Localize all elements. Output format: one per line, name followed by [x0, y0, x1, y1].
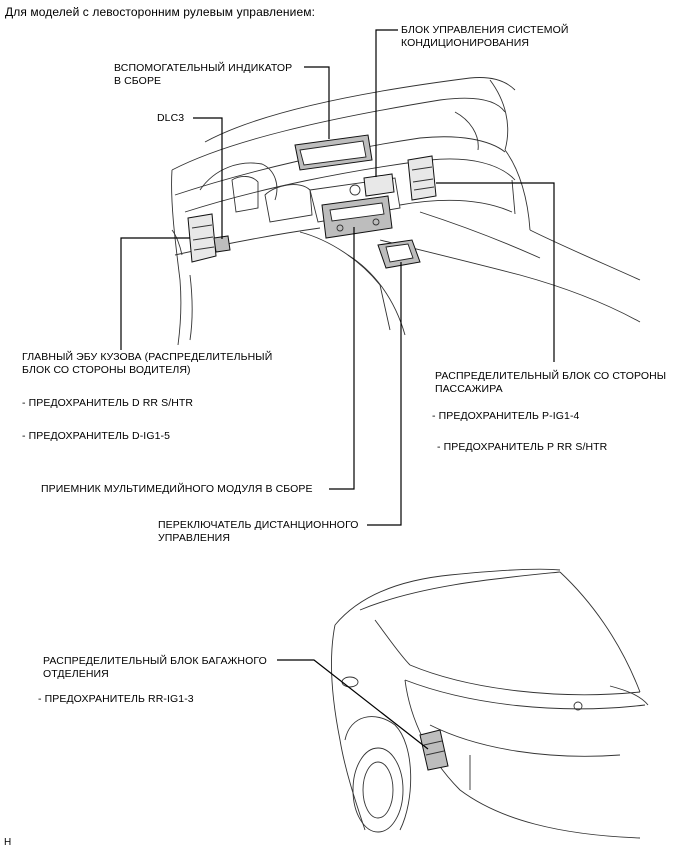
luggage-jb-label-line2: ОТДЕЛЕНИЯ [43, 668, 109, 680]
figure-code: H [4, 837, 12, 848]
passenger-jb-label: РАСПРЕДЕЛИТЕЛЬНЫЙ БЛОК СО СТОРОНЫ ПАССАЖ… [435, 370, 666, 396]
luggage-jb-label-line1: РАСПРЕДЕЛИТЕЛЬНЫЙ БЛОК БАГАЖНОГО [43, 655, 267, 667]
leader-lines [120, 29, 555, 750]
page-header: Для моделей с левосторонним рулевым упра… [5, 5, 316, 19]
remote-switch-label: ПЕРЕКЛЮЧАТЕЛЬ ДИСТАНЦИОННОГО УПРАВЛЕНИЯ [158, 519, 359, 545]
main-body-ecu-fuse-2: - ПРЕДОХРАНИТЕЛЬ D-IG1-5 [22, 430, 171, 442]
aux-indicator-label-line1: ВСПОМОГАТЕЛЬНЫЙ ИНДИКАТОР [114, 62, 293, 74]
ac-control-label: БЛОК УПРАВЛЕНИЯ СИСТЕМОЙ КОНДИЦИОНИРОВАН… [401, 24, 569, 50]
luggage-fuse: - ПРЕДОХРАНИТЕЛЬ RR-IG1-3 [38, 693, 194, 705]
multimedia-receiver-label: ПРИЕМНИК МУЛЬТИМЕДИЙНОГО МОДУЛЯ В СБОРЕ [41, 483, 313, 495]
main-body-ecu-label: ГЛАВНЫЙ ЭБУ КУЗОВА (РАСПРЕДЕЛИТЕЛЬНЫЙ БЛ… [22, 351, 272, 377]
passenger-fuse-1: - ПРЕДОХРАНИТЕЛЬ P-IG1-4 [432, 410, 580, 422]
aux-indicator-label: ВСПОМОГАТЕЛЬНЫЙ ИНДИКАТОР В СБОРЕ [114, 62, 292, 88]
main-body-ecu-label-line1: ГЛАВНЫЙ ЭБУ КУЗОВА (РАСПРЕДЕЛИТЕЛЬНЫЙ [22, 351, 273, 363]
luggage-jb-label: РАСПРЕДЕЛИТЕЛЬНЫЙ БЛОК БАГАЖНОГО ОТДЕЛЕН… [43, 655, 267, 681]
dlc3-label: DLC3 [157, 112, 185, 124]
main-body-ecu-fuse-1: - ПРЕДОХРАНИТЕЛЬ D RR S/HTR [22, 397, 194, 409]
remote-switch-label-line1: ПЕРЕКЛЮЧАТЕЛЬ ДИСТАНЦИОННОГО [158, 519, 359, 531]
ac-control-label-line1: БЛОК УПРАВЛЕНИЯ СИСТЕМОЙ [401, 24, 569, 36]
passenger-jb-label-line1: РАСПРЕДЕЛИТЕЛЬНЫЙ БЛОК СО СТОРОНЫ [435, 370, 667, 382]
ac-control-label-line2: КОНДИЦИОНИРОВАНИЯ [401, 37, 530, 49]
passenger-jb-label-line2: ПАССАЖИРА [435, 383, 503, 395]
passenger-fuse-2: - ПРЕДОХРАНИТЕЛЬ P RR S/HTR [437, 441, 608, 453]
main-body-ecu-label-line2: БЛОК СО СТОРОНЫ ВОДИТЕЛЯ) [22, 364, 191, 376]
dashboard-illustration [171, 77, 641, 346]
aux-indicator-label-line2: В СБОРЕ [114, 75, 162, 87]
car-rear-illustration [330, 568, 649, 839]
remote-switch-label-line2: УПРАВЛЕНИЯ [158, 532, 231, 544]
